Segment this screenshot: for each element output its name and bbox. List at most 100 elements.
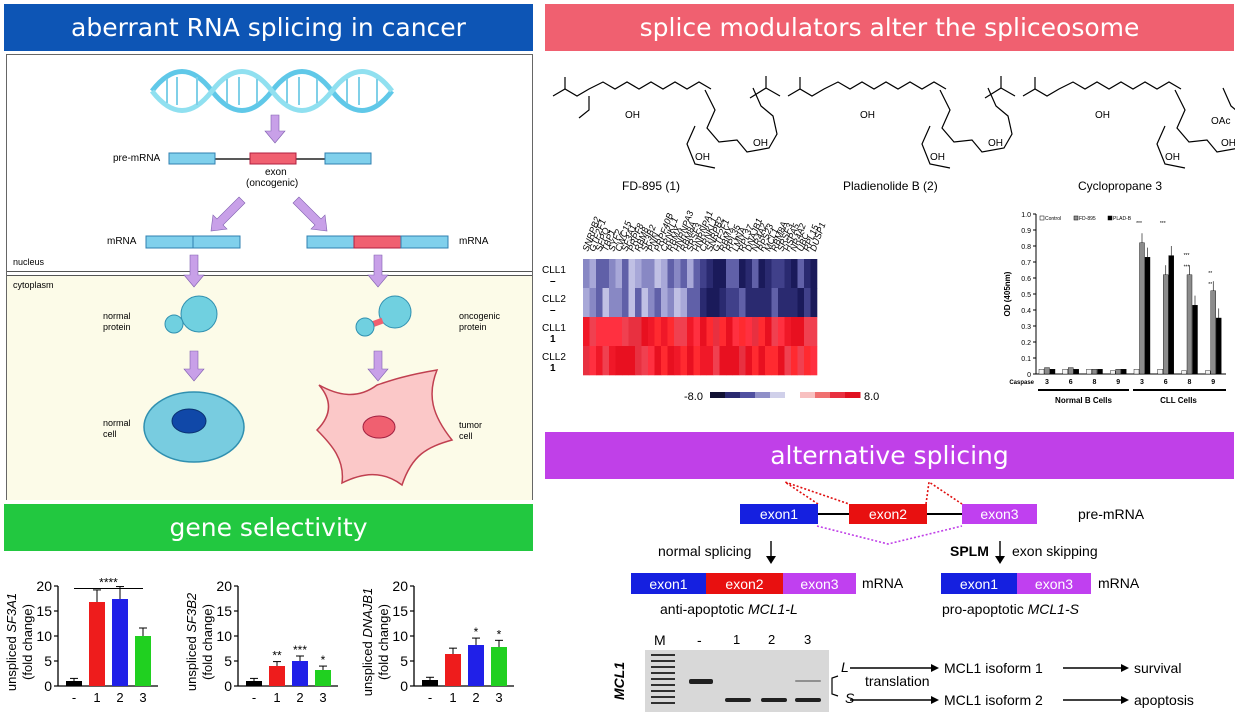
heatmap-cell [739,317,746,347]
heatmap-cell [609,317,616,347]
heatmap-cell [680,288,688,318]
caspase-bar [1044,367,1050,375]
y-tick-label: 0.7 [1021,260,1031,267]
oncogenic-protein-label-2: protein [459,322,487,332]
heatmap-cell [680,346,688,376]
caspase-bar [1139,242,1145,375]
heatmap-cell [609,288,616,318]
scale-min-label: -8.0 [684,391,703,403]
significance-label: ** [1208,282,1212,288]
caspase-bar [1097,368,1103,375]
heatmap-cell [622,288,629,318]
y-axis-label: unspliced SF3A1 [4,593,19,691]
heatmap-cell [674,288,681,318]
heatmap-cell [635,346,642,376]
normal-protein-label-2: protein [103,322,131,332]
scale-swatch [785,392,801,398]
y-axis-gene: SF3B2 [184,592,199,633]
x-tick-label: 8 [1188,379,1192,386]
heatmap-cell [589,317,597,347]
compound-3-label: Cyclopropane 3 [1078,179,1163,193]
heatmap-cell [602,317,610,347]
heatmap-cell [648,346,655,376]
compound-structures: OH OH OH OH OH OH OH OH OH OAc [552,76,1235,169]
y-tick-label: 0.8 [1021,244,1031,251]
mrna2-exon1: exon1 [941,573,1017,594]
mrna1-exon1: exon1 [631,573,706,594]
y-axis-label-prefix: unspliced [184,633,199,692]
heatmap-cell [804,317,811,347]
heatmap-cell [706,288,714,318]
cyclopropane-3-structure [1022,77,1235,169]
heatmap-cell [615,317,623,347]
heatmap-cell [589,288,597,318]
heatmap-cell [687,259,694,289]
heatmap-cell [615,288,623,318]
heatmap-cell [674,346,681,376]
y-tick-label: 5 [224,653,232,669]
premrna-label: pre-mRNA [113,153,161,164]
caspase-prefix-label: Caspase [1009,380,1034,386]
nucleus-label: nucleus [13,257,45,267]
heatmap-cell [745,346,753,376]
heatmap-cell [745,259,753,289]
oh-label-3c: OH [1221,138,1235,149]
y-axis-unit: (fold change) [20,604,35,680]
heatmap-cell [804,259,811,289]
heatmap-cell [771,346,779,376]
gene-bar [89,602,105,686]
caspase-bar [1157,368,1163,375]
scale-max-label: 8.0 [864,391,879,403]
caspase-bar [1144,257,1151,375]
premrna-exon3: exon3 [962,504,1037,524]
heatmap-cell [706,317,714,347]
mrna2-label: mRNA [1098,575,1140,591]
heatmap-cell [602,259,610,289]
heatmap-cell [778,317,785,347]
heatmap-cell [693,346,701,376]
heatmap-cell [583,317,590,347]
x-tick-label: 2 [472,690,479,705]
oh-label-3a: OH [1095,110,1110,121]
gene-bar [269,666,285,686]
gene-bar [315,670,331,686]
caspase-bar [1049,368,1056,375]
y-tick-label: 0.5 [1021,292,1031,299]
y-tick-label: 0 [44,678,52,694]
caspase-bar [1121,368,1127,375]
heatmap-cell [628,288,636,318]
scale-swatch [725,392,741,398]
heatmap-cell [687,288,694,318]
scale-swatch [755,392,771,398]
heatmap-cell [641,317,649,347]
arrow-mrna-protein-right [367,254,389,288]
x-tick-label: 3 [495,690,502,705]
x-tick-label: 9 [1116,379,1120,386]
heatmap-cell [680,317,688,347]
gel-lane-2: 2 [768,632,776,647]
heatmap-cell [713,346,720,376]
x-tick-label: 2 [296,690,303,705]
significance-label: *** [293,643,307,657]
significance-label: *** [1160,221,1166,227]
heatmap-cell [752,259,759,289]
heatmap-cell [622,259,629,289]
anti-apoptotic-label: anti-apoptotic MCL1-L [660,601,798,617]
mrna1-exon3: exon3 [783,573,856,594]
heatmap-cell [667,346,675,376]
y-tick-label: 10 [36,628,52,644]
exon-sub-label: (oncogenic) [246,178,299,189]
significance-label: * [497,627,502,641]
premrna-exon2: exon2 [849,504,927,524]
x-tick-label: - [252,690,256,705]
caspase-bar [1186,274,1193,375]
heatmap-cell [661,259,668,289]
oac-label: OAc [1211,116,1230,127]
heatmap-row-label: CLL1 [542,265,566,276]
significance-label: *** [1136,221,1142,227]
compound-1-label: FD-895 (1) [622,179,681,193]
heatmap-cell [674,259,681,289]
heatmap-row-sub: – [550,305,556,316]
y-axis-label-prefix: unspliced [4,633,19,692]
legend-swatch [1107,215,1113,221]
